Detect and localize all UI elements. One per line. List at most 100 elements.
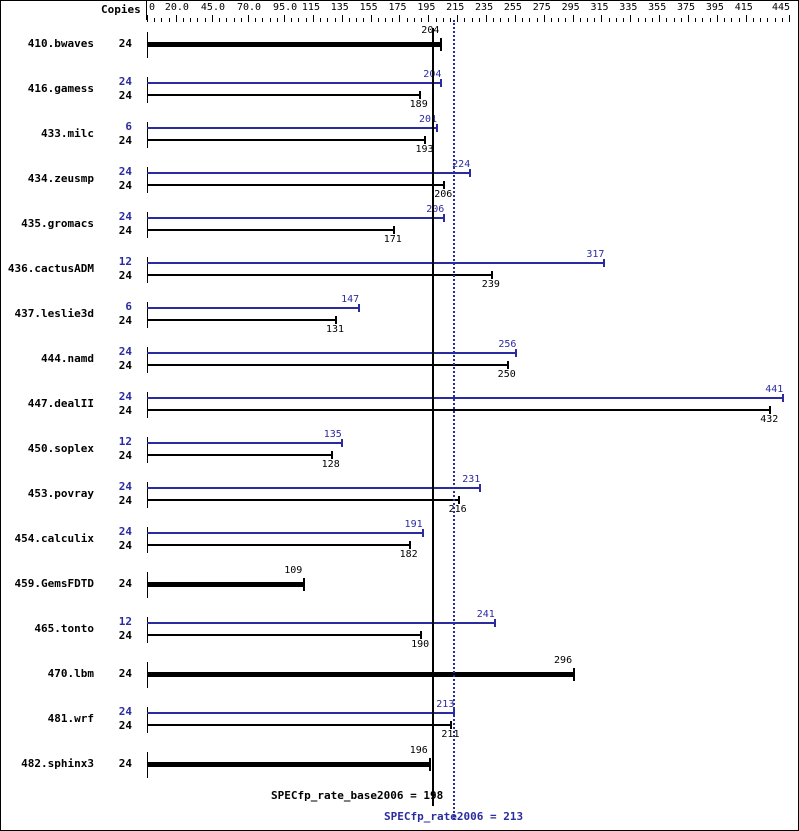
minor-tick bbox=[407, 18, 408, 22]
base-bar-end bbox=[418, 91, 421, 99]
peak-bar-end bbox=[469, 169, 472, 177]
row-axis bbox=[147, 212, 148, 238]
major-tick bbox=[371, 15, 372, 22]
major-tick bbox=[746, 15, 747, 22]
base-copies: 24 bbox=[118, 494, 132, 507]
peak-bar-end bbox=[782, 394, 785, 402]
tick-label: 375 bbox=[677, 2, 696, 13]
peak-copies: 24 bbox=[118, 390, 132, 403]
base-bar-end bbox=[490, 271, 493, 279]
peak-value: 206 bbox=[426, 204, 445, 215]
tick-label: 215 bbox=[446, 2, 465, 13]
tick-label: 195 bbox=[417, 2, 436, 13]
major-tick bbox=[630, 15, 631, 22]
base-copies: 24 bbox=[118, 629, 132, 642]
base-bar-end bbox=[420, 631, 423, 639]
base-value: 296 bbox=[554, 655, 573, 666]
major-tick bbox=[659, 15, 660, 22]
minor-tick bbox=[674, 18, 675, 22]
base-bar-end bbox=[330, 451, 333, 459]
peak-bar-end bbox=[493, 619, 496, 627]
peak-bar-end bbox=[435, 124, 438, 132]
minor-tick bbox=[710, 18, 711, 22]
peak-reference-label: SPECfp_rate2006 = 213 bbox=[384, 810, 524, 823]
minor-tick bbox=[363, 18, 364, 22]
base-bar-end bbox=[450, 721, 453, 729]
tick-label: 95.0 bbox=[273, 2, 298, 13]
peak-bar bbox=[147, 307, 360, 309]
base-value: 189 bbox=[409, 99, 428, 110]
row-axis bbox=[147, 437, 148, 463]
base-copies: 24 bbox=[118, 269, 132, 282]
major-tick bbox=[544, 15, 545, 22]
base-bar-end bbox=[303, 578, 306, 591]
base-value: 190 bbox=[411, 639, 430, 650]
row-axis bbox=[147, 122, 148, 148]
benchmark-label: 416.gamess bbox=[27, 82, 94, 95]
base-value: 250 bbox=[497, 369, 516, 380]
minor-tick bbox=[472, 18, 473, 22]
base-bar bbox=[147, 544, 410, 546]
base-copies: 24 bbox=[118, 179, 132, 192]
minor-tick bbox=[645, 18, 646, 22]
peak-bar-end bbox=[479, 484, 482, 492]
base-value: 182 bbox=[399, 549, 418, 560]
tick-label: 315 bbox=[590, 2, 609, 13]
minor-tick bbox=[169, 18, 170, 22]
tick-label: 445 bbox=[772, 2, 791, 13]
major-tick bbox=[147, 15, 148, 22]
base-bar-end bbox=[769, 406, 772, 414]
tick-label: 135 bbox=[330, 2, 349, 13]
tick-label: 175 bbox=[388, 2, 407, 13]
minor-tick bbox=[241, 18, 242, 22]
peak-bar-end bbox=[440, 79, 443, 87]
minor-tick bbox=[320, 18, 321, 22]
base-bar bbox=[147, 634, 422, 636]
base-bar bbox=[147, 454, 332, 456]
base-copies: 24 bbox=[118, 449, 132, 462]
peak-copies: 12 bbox=[118, 615, 132, 628]
peak-value: 201 bbox=[418, 114, 438, 125]
peak-bar-end bbox=[340, 439, 343, 447]
peak-reference-line bbox=[453, 20, 455, 820]
minor-tick bbox=[219, 18, 220, 22]
peak-copies: 24 bbox=[118, 705, 132, 718]
tick-label: 395 bbox=[705, 2, 724, 13]
peak-value: 224 bbox=[452, 159, 471, 170]
minor-tick bbox=[154, 18, 155, 22]
base-bar-end bbox=[457, 496, 460, 504]
peak-bar bbox=[147, 352, 517, 354]
base-copies: 24 bbox=[118, 359, 132, 372]
benchmark-label: 433.milc bbox=[41, 127, 94, 140]
major-tick bbox=[688, 15, 689, 22]
peak-value: 135 bbox=[323, 429, 342, 440]
minor-tick bbox=[443, 18, 444, 22]
base-value: 193 bbox=[415, 144, 434, 155]
peak-value: 213 bbox=[436, 699, 455, 710]
base-value: 204 bbox=[421, 25, 440, 36]
benchmark-label: 465.tonto bbox=[34, 622, 94, 635]
tick-label: 235 bbox=[475, 2, 494, 13]
benchmark-label: 470.lbm bbox=[47, 667, 94, 680]
base-bar bbox=[147, 94, 420, 96]
base-copies: 24 bbox=[118, 314, 132, 327]
minor-tick bbox=[782, 18, 783, 22]
base-value: 216 bbox=[448, 504, 467, 515]
major-tick bbox=[399, 15, 400, 22]
minor-tick bbox=[349, 18, 350, 22]
minor-tick bbox=[414, 18, 415, 22]
minor-tick bbox=[270, 18, 271, 22]
row-axis bbox=[147, 167, 148, 193]
base-value: 196 bbox=[409, 745, 428, 756]
row-axis bbox=[147, 302, 148, 328]
minor-tick bbox=[335, 18, 336, 22]
benchmark-label: 410.bwaves bbox=[27, 37, 94, 50]
benchmark-label: 459.GemsFDTD bbox=[14, 577, 94, 590]
minor-tick bbox=[753, 18, 754, 22]
minor-tick bbox=[262, 18, 263, 22]
minor-tick bbox=[356, 18, 357, 22]
minor-tick bbox=[580, 18, 581, 22]
peak-value: 241 bbox=[476, 609, 495, 620]
base-value: 432 bbox=[760, 414, 779, 425]
peak-copies: 24 bbox=[118, 210, 132, 223]
